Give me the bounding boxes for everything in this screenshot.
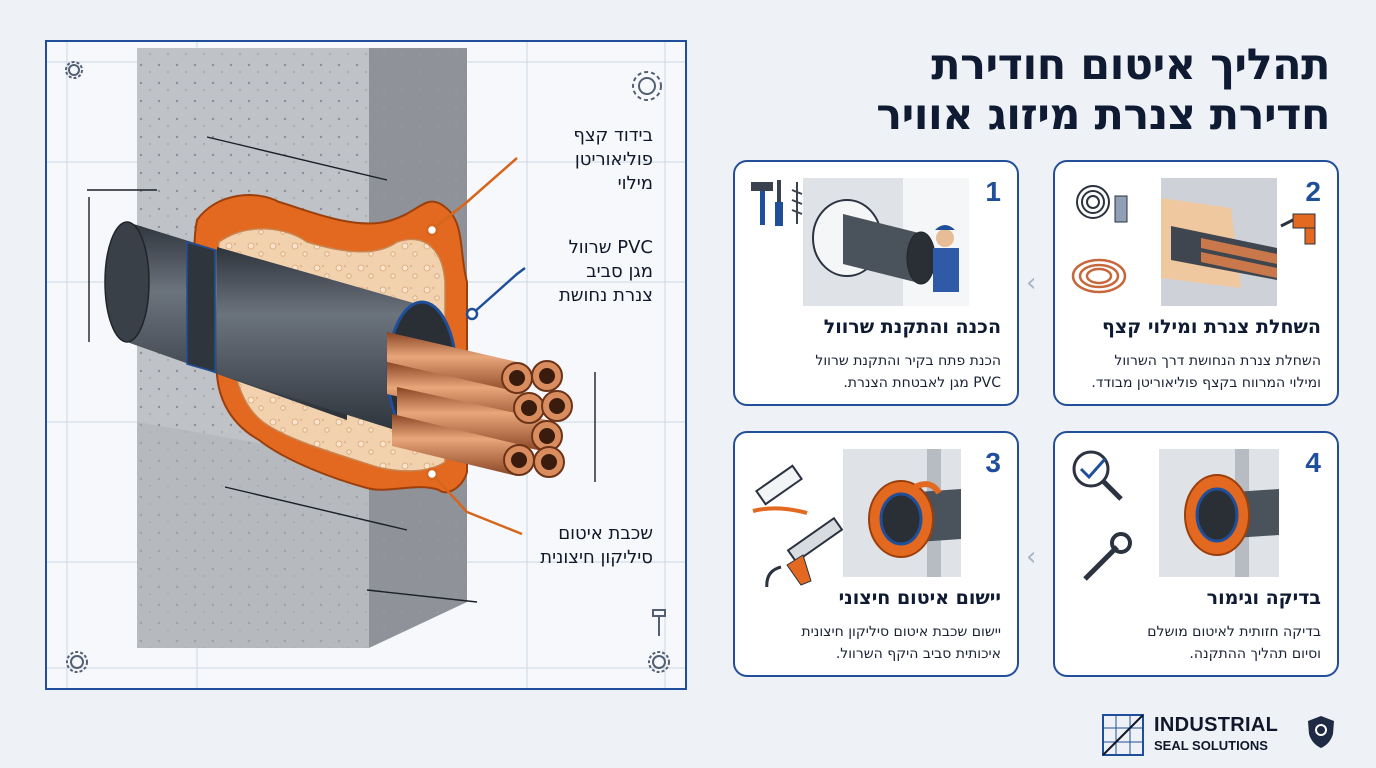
step-description: הכנת פתח בקיר והתקנת שרוול PVC מגן לאבטח… bbox=[735, 350, 1001, 394]
step-desc-line1: יישום שכבת איטום סיליקון חיצונית bbox=[801, 624, 1001, 640]
foam-gun-icon bbox=[1280, 213, 1316, 245]
step-number: 3 bbox=[985, 447, 1001, 478]
callout-foam-line3: מילוי bbox=[617, 173, 653, 194]
cable-coil-icon bbox=[1076, 185, 1110, 219]
step-desc-line2: וסיום תהליך ההתקנה. bbox=[1189, 646, 1321, 662]
screwdriver-icon bbox=[775, 180, 783, 226]
page-title-line1: תהליך איטום חודירת bbox=[931, 40, 1330, 90]
brand-logo: INDUSTRIAL SEAL SOLUTIONS bbox=[1100, 712, 1340, 758]
callout-sleeve-line2: מגן סביב bbox=[586, 261, 653, 282]
callout-sealant-line1: שכבת איטום bbox=[558, 523, 653, 544]
pvc-sleeve bbox=[217, 247, 427, 440]
brand-name: INDUSTRIAL bbox=[1154, 714, 1279, 736]
callout-pvc-sleeve: PVC שרוול מגן סביב צנרת נחושת bbox=[483, 236, 653, 308]
step-desc-line2: איכותית סביב היקף השרוול. bbox=[835, 646, 1001, 662]
step-number: 4 bbox=[1305, 447, 1321, 478]
step-desc-line2: ומילוי המרווח בקצף פוליאוריטן מבודד. bbox=[1091, 375, 1321, 391]
sealant-leader-line bbox=[431, 473, 523, 536]
dimension-lines bbox=[87, 136, 596, 603]
page-title-line2: חדירת צנרת מיזוג אוויר bbox=[876, 90, 1330, 140]
wall-penetration-illustration bbox=[47, 42, 685, 688]
step-card-4: 4 בדיקה וגימור בדיקה חזותית לאיטום מושלם… bbox=[1053, 431, 1339, 677]
step-1-image bbox=[803, 178, 969, 306]
copper-pipe-bundle bbox=[387, 332, 573, 478]
shield-icon bbox=[1308, 716, 1334, 748]
step-title: הכנה והתקנת שרוול bbox=[823, 316, 1001, 338]
callout-silicone-sealant: שכבת איטום סיליקון חיצונית bbox=[483, 522, 653, 570]
grid-logo-icon bbox=[1102, 714, 1144, 756]
spray-can-icon bbox=[1114, 195, 1128, 223]
page-title: תהליך איטום חודירת חדירת צנרת מיזוג אווי… bbox=[760, 40, 1330, 140]
worker-figure bbox=[933, 248, 959, 292]
step-3-image bbox=[843, 449, 961, 577]
brand-subtitle: SEAL SOLUTIONS bbox=[1154, 738, 1268, 753]
callout-foam-line1: בידוד קצף bbox=[573, 125, 653, 146]
hammer-icon bbox=[751, 182, 773, 225]
step-desc-line1: הכנת פתח בקיר והתקנת שרוול bbox=[815, 353, 1001, 369]
step-desc-line2: PVC מגן לאבטחת הצנרת. bbox=[843, 375, 1001, 391]
step-title: יישום איטום חיצוני bbox=[838, 587, 1001, 609]
callout-foam-insulation: בידוד קצף פוליאוריטן מילוי bbox=[483, 124, 653, 196]
wrench-icon bbox=[1083, 532, 1132, 581]
step-card-1: 1 הכנה והתקנת שרוול הכנת פתח בקיר והתקנת… bbox=[733, 160, 1019, 406]
step-description: בדיקה חזותית לאיטום מושלם וסיום תהליך הה… bbox=[1055, 621, 1321, 665]
magnifier-check-icon bbox=[1072, 450, 1123, 501]
step-desc-line1: בדיקה חזותית לאיטום מושלם bbox=[1147, 624, 1321, 640]
bolt-icon bbox=[652, 609, 666, 636]
sleeve-leader-line bbox=[471, 267, 526, 315]
callout-sleeve-line1: PVC שרוול bbox=[568, 237, 653, 258]
cross-section-diagram: בידוד קצף פוליאוריטן מילוי PVC שרוול מגן… bbox=[45, 40, 687, 690]
copper-coil-icon bbox=[1071, 258, 1127, 294]
gear-icon bbox=[65, 61, 670, 673]
step-2-image bbox=[1161, 178, 1277, 306]
foam-leader-line bbox=[431, 157, 518, 231]
chevron-left-icon: ‹ bbox=[1026, 542, 1037, 572]
screw-icon bbox=[791, 182, 803, 224]
step-description: יישום שכבת איטום סיליקון חיצונית איכותית… bbox=[735, 621, 1001, 665]
chevron-left-icon: ‹ bbox=[1026, 268, 1037, 298]
step-title: בדיקה וגימור bbox=[1206, 587, 1321, 609]
step-number: 2 bbox=[1305, 176, 1321, 207]
callout-foam-line2: פוליאוריטן bbox=[574, 149, 653, 170]
callout-sleeve-line3: צנרת נחושת bbox=[558, 285, 653, 306]
step-4-image bbox=[1159, 449, 1279, 577]
step-card-2: 2 השחלת צנרת ומילוי קצף השחלת צנרת הנחוש… bbox=[1053, 160, 1339, 406]
step-number: 1 bbox=[985, 176, 1001, 207]
sealant-tube-icon bbox=[752, 464, 808, 515]
step-desc-line1: השחלת צנרת הנחושת דרך השרוול bbox=[1114, 353, 1321, 369]
step-card-3: 3 יישום איטום חיצוני יישום שכבת איטום סי… bbox=[733, 431, 1019, 677]
caulk-gun-icon bbox=[765, 516, 844, 587]
step-title: השחלת צנרת ומילוי קצף bbox=[1102, 316, 1321, 338]
step-description: השחלת צנרת הנחושת דרך השרוול ומילוי המרו… bbox=[1055, 350, 1321, 394]
callout-sealant-line2: סיליקון חיצונית bbox=[540, 547, 653, 568]
